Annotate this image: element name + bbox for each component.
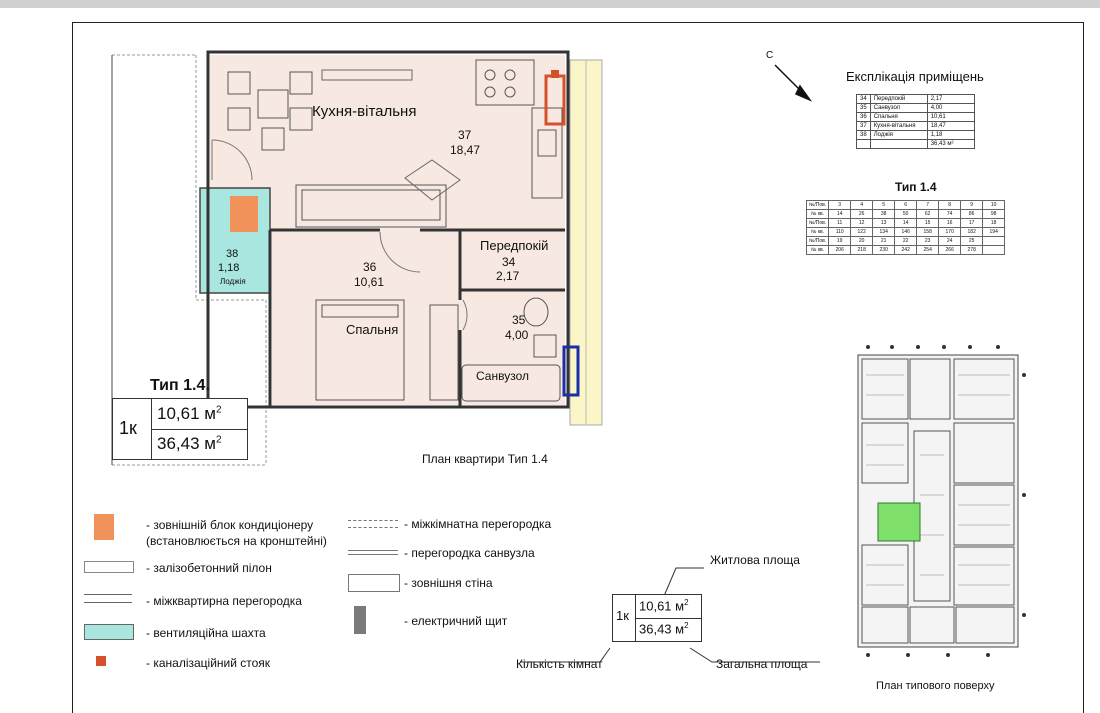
shelf — [321, 69, 413, 81]
kitchen-counter — [475, 59, 563, 199]
loggia-number: 38 — [226, 248, 239, 260]
total-area: 36,43 м2 — [157, 434, 222, 453]
walls — [206, 50, 570, 409]
legend-inter-room: - міжкімнатна перегородка — [404, 517, 552, 531]
ac-unit-icon — [230, 196, 258, 232]
key-rooms: 1к — [616, 608, 629, 623]
bath-partition-icon — [348, 550, 398, 555]
rooms-count: 1к — [119, 418, 137, 438]
legend-ac-note: (встановлюється на кронштейні) — [146, 534, 327, 548]
loggia-area: 1,18 — [218, 262, 240, 274]
table-cell — [982, 245, 1006, 255]
sewer-riser-icon — [96, 656, 106, 666]
bath-vent-icon — [562, 345, 580, 397]
key-total: 36,43 м2 — [639, 621, 689, 637]
inter-apartment-wall-icon — [84, 594, 132, 603]
legend-vent: - вентиляційна шахта — [146, 626, 266, 640]
explication-title: Експлікація приміщень — [846, 69, 984, 84]
bedroom-number: 36 — [363, 260, 377, 274]
top-bar — [0, 0, 1100, 8]
key-area-box: 1к 10,61 м2 36,43 м2 — [612, 594, 702, 642]
bed — [315, 299, 405, 401]
doors — [211, 139, 468, 331]
kitchen-area: 18,47 — [450, 143, 481, 157]
typical-floor-plan — [857, 345, 1026, 657]
hall-number: 34 — [502, 255, 516, 269]
key-rooms-label: Кількість кімнат — [516, 657, 603, 671]
type-table-title: Тип 1.4 — [895, 180, 937, 194]
explication-total: 36,43 м² — [926, 139, 975, 149]
legend-ac: - зовнішній блок кондиціонеру — [146, 518, 314, 532]
table-cell: № кв. — [805, 245, 830, 255]
highlighted-apartment — [877, 502, 921, 542]
hall-fill — [460, 230, 565, 290]
wardrobe — [429, 304, 459, 401]
bedroom-area: 10,61 — [354, 275, 385, 289]
plan-caption: План квартири Тип 1.4 — [422, 452, 548, 466]
compass-letter: С — [766, 50, 774, 61]
legend-electric: - електричний щит — [404, 614, 508, 628]
dining-set — [227, 71, 313, 151]
bath-number: 35 — [512, 313, 526, 327]
legend-inter-apartment: - міжквартирна перегородка — [146, 594, 302, 608]
legend-bath-partition: - перегородка санвузла — [404, 546, 535, 560]
legend-pylon: - залізобетонний пілон — [146, 561, 272, 575]
key-living-label: Житлова площа — [710, 553, 800, 567]
loggia-name: Лоджія — [220, 277, 246, 286]
living-area: 10,61 м2 — [157, 404, 222, 423]
compass-icon — [774, 64, 813, 102]
inter-room-wall-icon — [348, 520, 398, 528]
kitchen-number: 37 — [458, 128, 472, 142]
legend-sewer: - каналізаційний стояк — [146, 656, 271, 670]
kitchen-name: Кухня-вітальня — [312, 103, 417, 120]
bedroom-name: Спальня — [346, 322, 399, 337]
floor-plan-caption: План типового поверху — [876, 680, 995, 692]
sofa — [295, 184, 447, 228]
hall-area: 2,17 — [496, 269, 520, 283]
bath-area: 4,00 — [505, 328, 529, 342]
exterior-wall-icon — [348, 574, 400, 592]
hall-name: Передпокій — [480, 238, 549, 253]
table-row: 36,43 м² — [856, 139, 975, 149]
type-title: Тип 1.4. — [150, 377, 210, 394]
bath-fixtures — [461, 297, 561, 402]
area-box: 1к 10,61 м2 36,43 м2 — [112, 398, 248, 460]
bath-name: Санвузол — [476, 369, 529, 383]
key-total-label: Загальна площа — [716, 657, 808, 671]
coffee-table — [404, 159, 461, 201]
pylon-icon — [84, 561, 134, 573]
legend-exterior-wall: - зовнішня стіна — [404, 576, 493, 590]
ac-unit-icon — [94, 514, 114, 540]
key-living: 10,61 м2 — [639, 598, 689, 614]
vent-shaft-icon — [84, 624, 134, 640]
electric-panel-icon — [354, 606, 366, 634]
